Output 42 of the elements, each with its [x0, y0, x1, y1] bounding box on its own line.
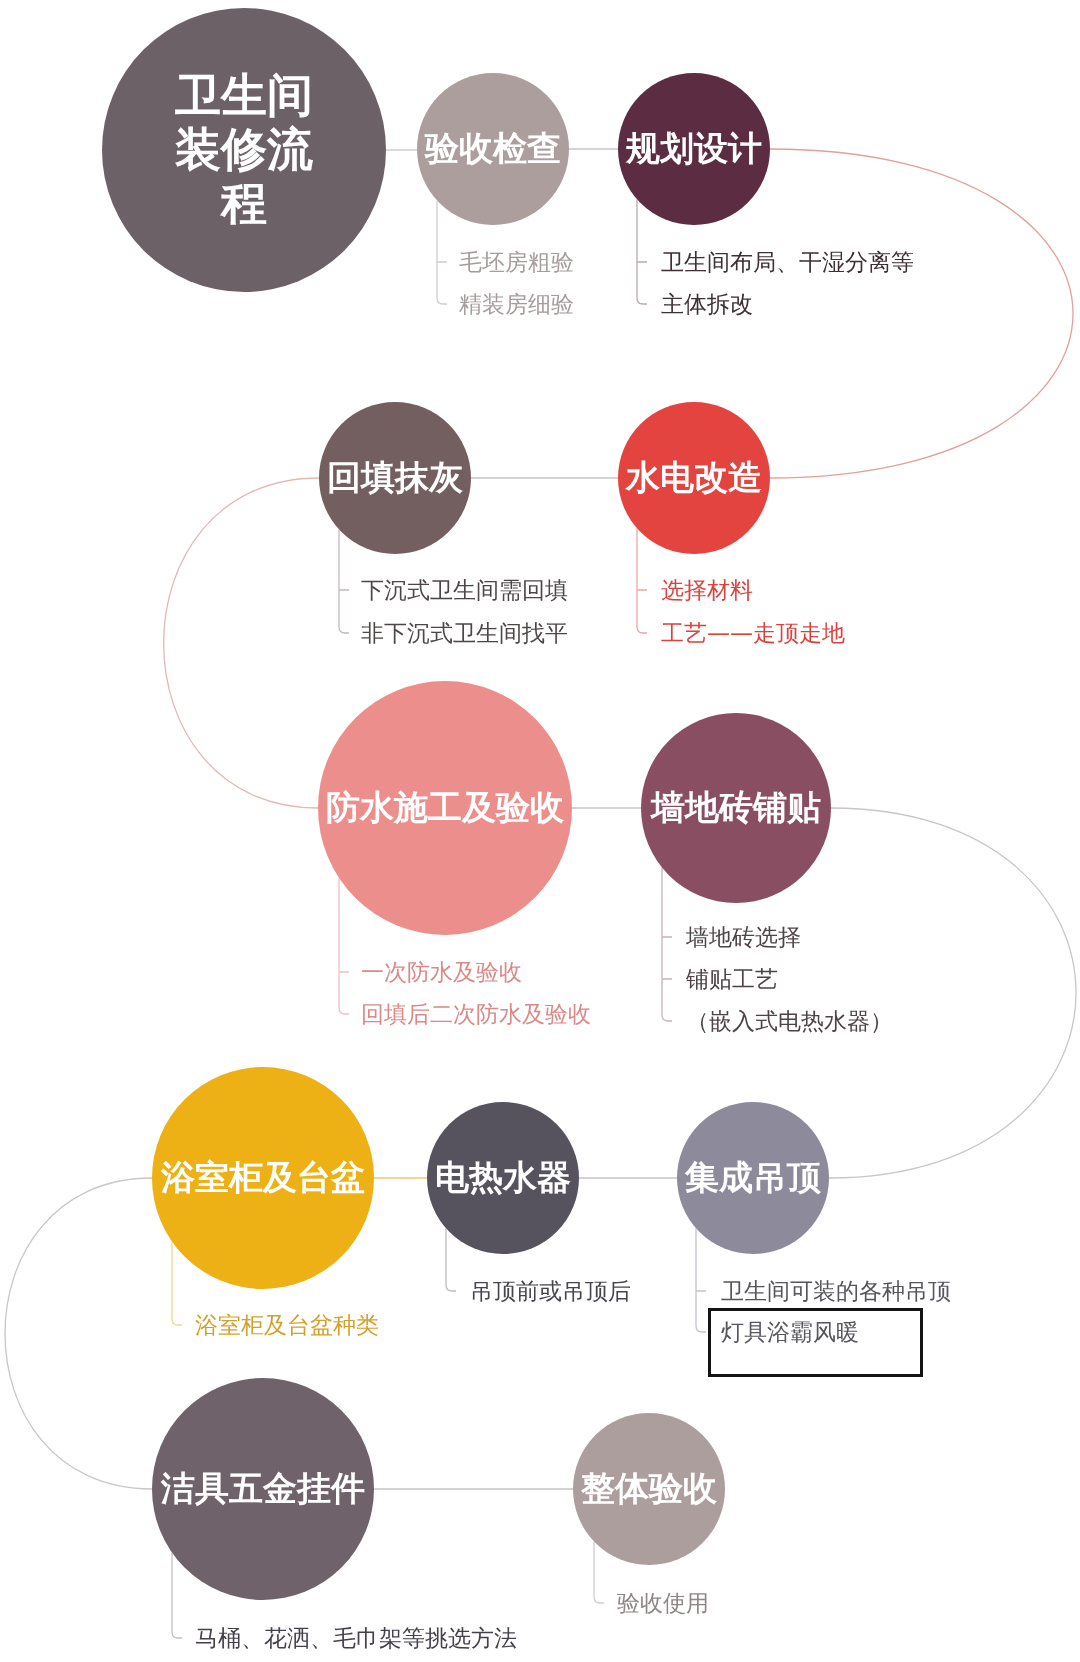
step-label: 回填抹灰: [327, 458, 463, 498]
connector-line: [385, 149, 418, 151]
connector-line: [571, 807, 642, 809]
sub-step-text: 墙地砖选择: [686, 923, 801, 951]
step-label: 防水施工及验收: [326, 788, 564, 828]
step-label: 验收检查: [425, 129, 561, 169]
sub-step-text: 选择材料: [661, 576, 753, 604]
step-label: 整体验收: [581, 1469, 717, 1509]
step-label: 浴室柜及台盆: [161, 1158, 365, 1198]
sub-step-text: 卫生间可装的各种吊顶: [721, 1277, 951, 1305]
sub-step-text: 非下沉式卫生间找平: [361, 619, 568, 647]
sub-step-text: 浴室柜及台盆种类: [195, 1311, 379, 1339]
connector-line: [578, 1177, 678, 1179]
connector-line: [163, 477, 320, 809]
sub-step-text: 验收使用: [617, 1589, 709, 1617]
sub-step-text: （嵌入式电热水器）: [686, 1007, 893, 1035]
step-label: 电热水器: [435, 1158, 571, 1198]
sub-step-text: 下沉式卫生间需回填: [361, 576, 568, 604]
step-label: 洁具五金挂件: [161, 1469, 365, 1509]
sub-step-text: 吊顶前或吊顶后: [470, 1277, 631, 1305]
sub-step-text: 一次防水及验收: [361, 958, 522, 986]
sub-step-text: 精装房细验: [459, 290, 574, 318]
sub-step-text: 卫生间布局、干湿分离等: [661, 248, 914, 276]
connector-line: [470, 477, 619, 479]
sub-step-text: 工艺——走顶走地: [661, 619, 845, 647]
step-label: 墙地砖铺贴: [651, 788, 821, 828]
connector-line: [568, 148, 619, 150]
step-label: 水电改造: [626, 458, 762, 498]
sub-step-text: 灯具浴霸风暖: [721, 1318, 859, 1346]
connector-line: [4, 1177, 153, 1490]
connector-line: [373, 1488, 574, 1490]
sub-step-text: 马桶、花洒、毛巾架等挑选方法: [195, 1624, 517, 1652]
connector-line: [769, 148, 1074, 479]
connector-line: [373, 1177, 428, 1179]
sub-step-text: 毛坯房粗验: [459, 248, 574, 276]
connector-line: [828, 807, 1077, 1179]
sub-step-text: 回填后二次防水及验收: [361, 1000, 591, 1028]
main-label: 卫生间装修流程: [174, 69, 314, 231]
step-label: 集成吊顶: [685, 1158, 821, 1198]
sub-step-text: 主体拆改: [661, 290, 753, 318]
step-label: 规划设计: [626, 129, 762, 169]
sub-step-text: 铺贴工艺: [686, 965, 778, 993]
